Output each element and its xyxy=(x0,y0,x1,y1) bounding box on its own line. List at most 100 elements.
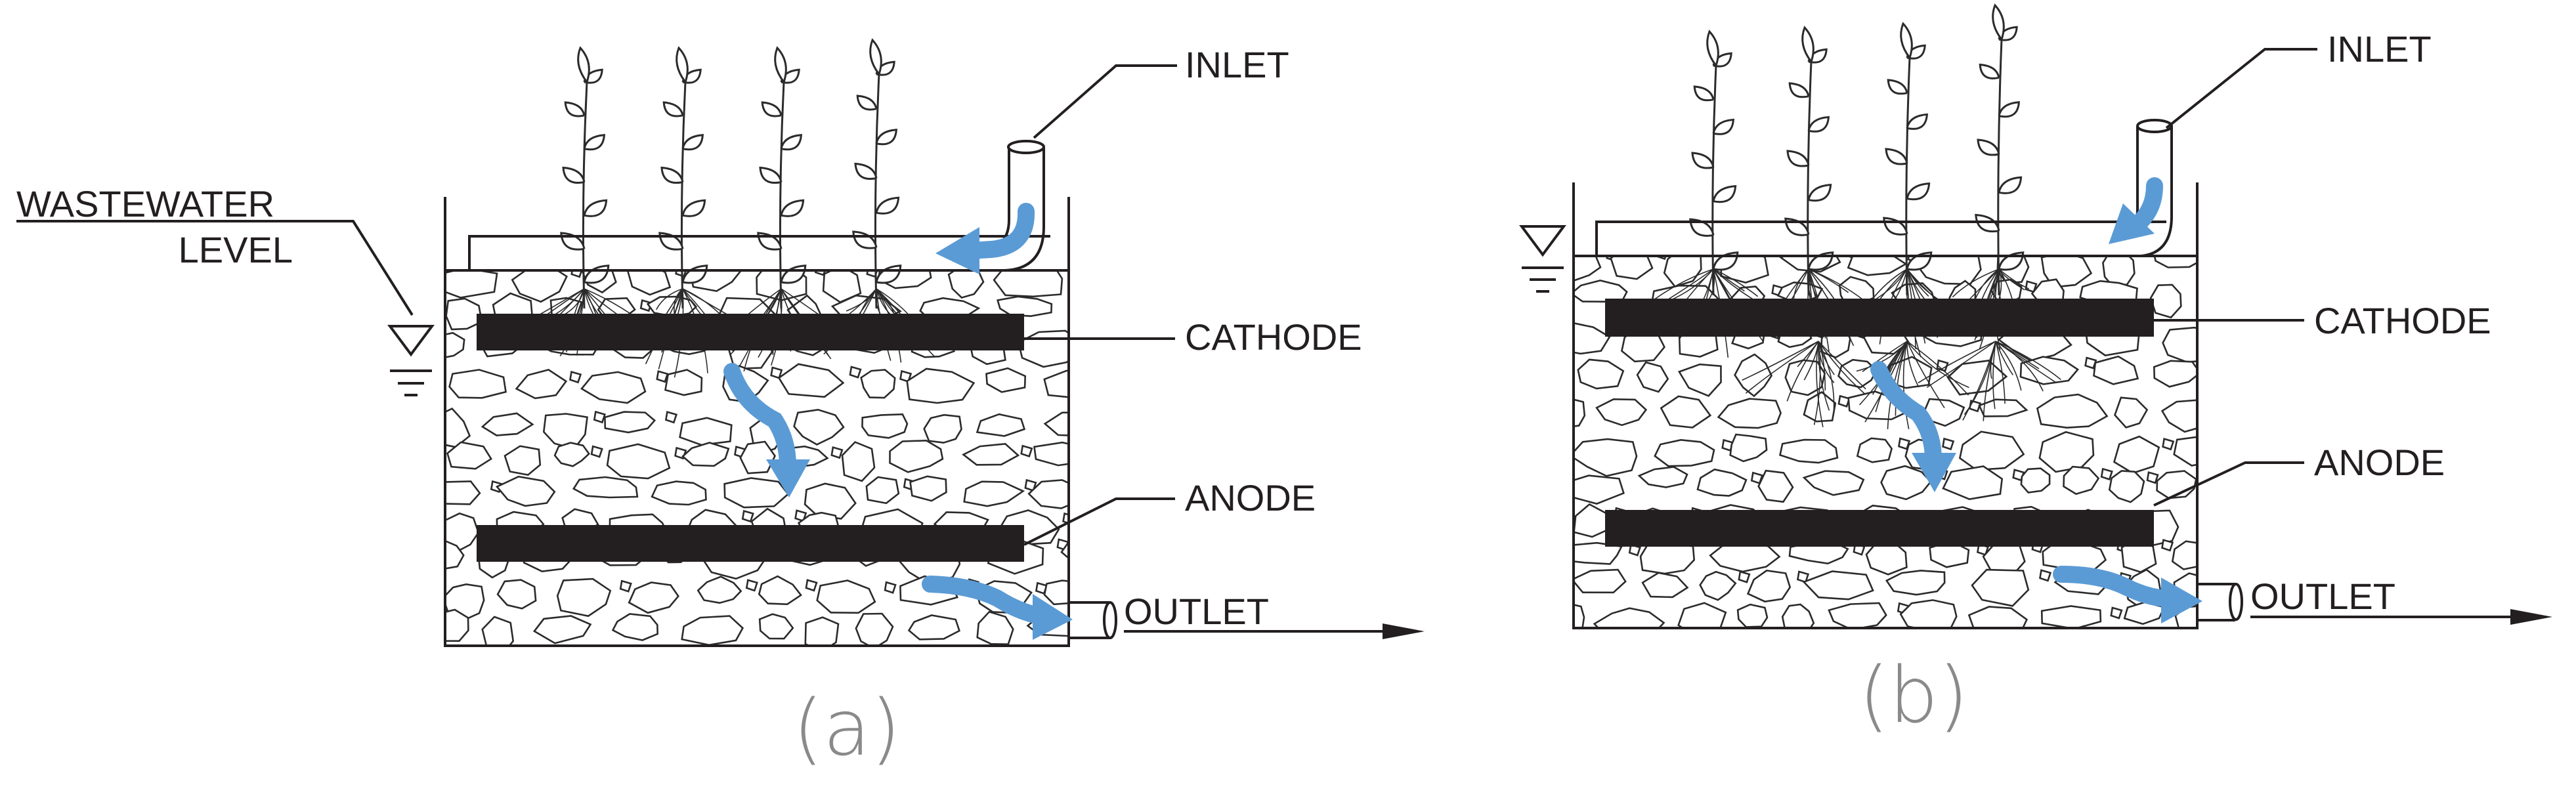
gravel-stone xyxy=(1802,570,1874,600)
gravel-stone xyxy=(1757,469,1794,503)
gravel-chip xyxy=(884,581,897,594)
gravel-stone xyxy=(1802,470,1865,496)
panel-b-inlet-label: INLET xyxy=(2327,28,2432,70)
gravel-stone xyxy=(904,654,951,673)
panel-a-inlet-leader xyxy=(1033,64,1177,139)
plant-icon xyxy=(658,46,708,309)
root-strand xyxy=(1975,268,2000,299)
gravel-chip xyxy=(745,579,758,592)
panel-a-outlet-arrow xyxy=(1124,623,1425,639)
gravel-stone xyxy=(445,270,498,299)
panel-b-inlet-leader xyxy=(2165,48,2317,129)
gravel-stone xyxy=(777,363,845,398)
gravel-stone xyxy=(1593,607,1665,628)
gravel-stone xyxy=(1574,604,1585,628)
root-strand xyxy=(1797,341,1819,368)
panel-b-flow-arrow-middle xyxy=(1870,361,1956,492)
gravel-chip xyxy=(1656,256,1667,261)
root-strand xyxy=(1870,268,1908,303)
water-level-symbol-a xyxy=(387,325,435,396)
gravel-stone xyxy=(923,413,962,444)
panel-a-tank xyxy=(444,197,1070,647)
gravel-stone xyxy=(2160,399,2197,433)
gravel-stone xyxy=(963,480,1025,507)
gravel-stone xyxy=(496,579,537,610)
gravel-stone xyxy=(1578,650,1637,675)
panel-a-anode-label: ANODE xyxy=(1185,477,1316,518)
root-strand xyxy=(1818,341,1866,395)
panel-b-outlet-arrow xyxy=(2250,609,2552,625)
gravel-chip xyxy=(1837,394,1851,408)
gravel-stone xyxy=(446,656,509,690)
gravel-stone xyxy=(2036,393,2109,429)
gravel-stone xyxy=(1967,606,2029,628)
gravel-stone xyxy=(445,608,469,642)
gravel-stone xyxy=(1639,543,1696,575)
panel-a: WASTEWATER LEVEL INLET CATHODE ANODE OUT… xyxy=(16,38,1425,773)
gravel-chip xyxy=(1122,540,1132,551)
gravel-stone xyxy=(1574,568,1627,594)
gravel-stone xyxy=(1979,650,2020,672)
gravel-stone xyxy=(1759,648,1801,684)
gravel-stone xyxy=(769,651,807,681)
gravel-stone xyxy=(889,439,944,473)
gravel-stone xyxy=(1696,468,1748,497)
root-strand xyxy=(1818,341,1835,410)
gravel-stone xyxy=(2173,436,2197,467)
panel-a-level-leader xyxy=(16,220,414,316)
gravel-stone xyxy=(606,443,671,480)
root-strand xyxy=(1995,341,2006,404)
gravel-stone xyxy=(865,476,900,505)
gravel-stone xyxy=(1027,479,1069,509)
gravel-stone xyxy=(651,480,707,506)
gravel-stone xyxy=(2202,647,2252,667)
gravel-stone xyxy=(646,295,698,318)
gravel-chip xyxy=(593,410,606,424)
gravel-stone xyxy=(2136,650,2178,685)
root-strand xyxy=(1818,341,1835,375)
gravel-stone xyxy=(2215,253,2256,285)
gravel-chip xyxy=(805,579,818,592)
gravel-stone xyxy=(679,417,733,446)
panel-a-outlet-label: OUTLET xyxy=(1124,591,1269,632)
gravel-chip xyxy=(2038,569,2052,582)
gravel-stone xyxy=(1736,603,1769,628)
gravel-stone xyxy=(1677,602,1727,628)
gravel-stone xyxy=(542,413,588,450)
gravel-stone xyxy=(1746,570,1792,602)
gravel-stone xyxy=(1068,314,1069,315)
gravel-stone xyxy=(758,575,802,606)
gravel-stone xyxy=(448,369,507,399)
gravel-stone xyxy=(1636,361,1669,393)
panel-b-tank xyxy=(1572,182,2199,629)
gravel-stone xyxy=(1574,256,1602,282)
gravel-stone xyxy=(985,367,1027,393)
gravel-stone xyxy=(2020,467,2051,494)
plant-icon xyxy=(1883,22,1933,296)
gravel-stone xyxy=(1828,602,1887,628)
gravel-stone xyxy=(511,270,568,303)
gravel-chip xyxy=(656,370,669,383)
gravel-chip xyxy=(2262,253,2272,263)
gravel-stone xyxy=(446,441,492,470)
gravel-stone xyxy=(2218,360,2275,397)
panel-b-anode-leader xyxy=(2153,461,2304,507)
panel-b-outlet-label: OUTLET xyxy=(2250,576,2395,617)
gravel-chip xyxy=(2233,436,2244,446)
gravel-stone xyxy=(1574,503,1610,538)
gravel-chip xyxy=(1160,481,1170,492)
panel-a-flow-arrow-inlet xyxy=(935,203,1035,274)
gravel-stone xyxy=(1781,603,1815,628)
panel-b-flow-arrow-inlet xyxy=(2109,177,2163,244)
gravel-stone xyxy=(2085,648,2122,675)
gravel-stone xyxy=(2149,284,2182,319)
gravel-stone xyxy=(1719,647,1749,684)
gravel-chip xyxy=(2207,362,2218,372)
gravel-stone xyxy=(2114,396,2149,429)
panel-a-anode-leader xyxy=(1023,497,1175,546)
gravel-stone xyxy=(739,440,777,474)
gravel-stone xyxy=(1076,515,1119,543)
gravel-stone xyxy=(2200,503,2254,528)
gravel-stone xyxy=(1043,369,1069,398)
root-strand xyxy=(655,288,683,310)
